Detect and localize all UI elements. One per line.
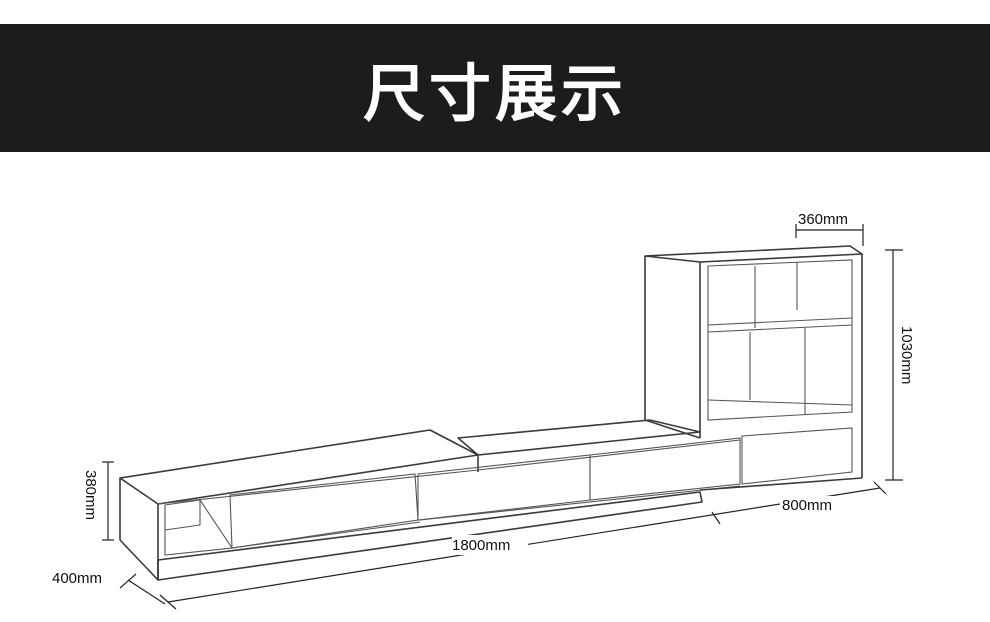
dim-depth-left-label: 400mm — [52, 570, 102, 587]
dim-height-cabinet-label: 1030mm — [898, 326, 915, 384]
dim-depth-right-label: 800mm — [782, 497, 832, 514]
dim-cabinet-depth-label: 360mm — [798, 211, 848, 228]
display-cabinet — [644, 245, 863, 491]
dim-height-left-label: 380mm — [82, 470, 99, 520]
dim-width-label: 1800mm — [452, 537, 510, 554]
title-banner: 尺寸展示 — [0, 24, 990, 152]
tv-stand-middle-unit — [231, 419, 741, 549]
banner-title: 尺寸展示 — [362, 57, 627, 130]
